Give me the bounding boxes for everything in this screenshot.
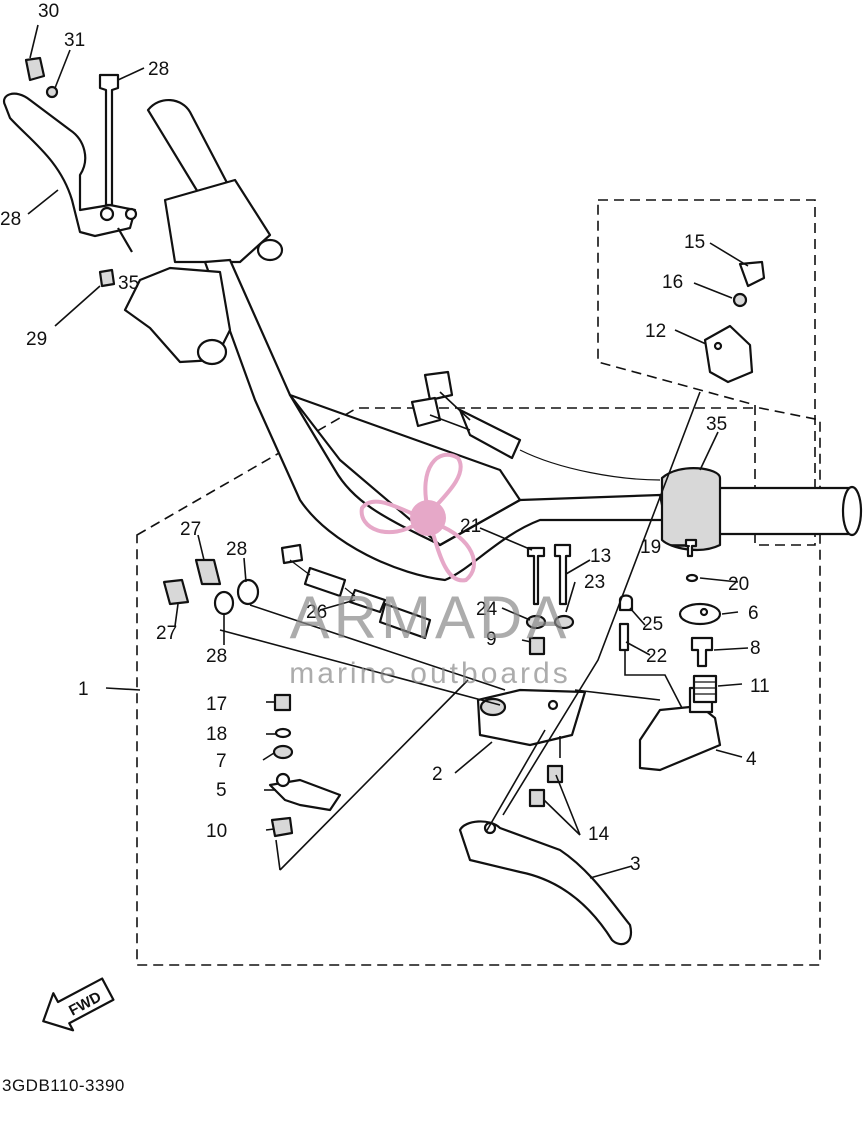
callout-25: 25 — [642, 614, 663, 635]
callout-11: 11 — [750, 676, 770, 697]
callout-21: 21 — [460, 516, 481, 537]
callout-6: 6 — [748, 603, 759, 624]
handlebar — [123, 99, 667, 582]
callout-13: 13 — [590, 546, 611, 567]
pivot-bolts-27-28 — [162, 558, 260, 616]
callout-23: 23 — [584, 572, 605, 593]
leader-lines — [27, 24, 749, 879]
callouts: 30 31 28 28 35 29 15 16 12 35 21 13 19 2… — [0, 1, 770, 875]
callout-20: 20 — [728, 574, 749, 595]
callout-26: 26 — [306, 602, 327, 623]
callout-27a: 27 — [180, 519, 201, 540]
callout-34: 35 — [118, 273, 139, 294]
drawing-code: 3GDB110-3390 — [2, 1076, 125, 1095]
callout-9: 9 — [486, 629, 497, 650]
grip-assembly — [660, 467, 863, 552]
lever-29 — [2, 56, 138, 288]
callout-10: 10 — [206, 821, 227, 842]
callout-14: 14 — [588, 824, 610, 845]
callout-28a: 28 — [226, 539, 247, 560]
callout-32: 30 — [38, 1, 59, 22]
callout-30: 28 — [148, 59, 169, 80]
callout-29: 28 — [0, 209, 21, 230]
callout-15: 15 — [684, 232, 705, 253]
callout-27b: 27 — [156, 623, 177, 644]
bracket-5 — [268, 772, 342, 812]
callout-12: 12 — [645, 321, 666, 342]
callout-8: 8 — [750, 638, 761, 659]
callout-7: 7 — [216, 751, 227, 772]
callout-35: 35 — [706, 414, 727, 435]
callout-31: 29 — [26, 329, 47, 350]
callout-28b: 28 — [206, 646, 227, 667]
fwd-arrow-icon: FWD — [42, 977, 115, 1032]
watermark-brand: ARMADA — [290, 584, 571, 651]
callout-16: 16 — [662, 272, 683, 293]
callout-17: 17 — [206, 694, 227, 715]
callout-2: 2 — [432, 764, 443, 785]
propeller-logo-icon — [359, 452, 477, 583]
callout-33: 31 — [64, 30, 85, 51]
callout-22: 22 — [646, 646, 667, 667]
master-cylinder-2 — [476, 688, 587, 747]
plate-6 — [678, 602, 722, 626]
callout-4: 4 — [746, 749, 757, 770]
watermark: ARMADA marine outboards — [289, 452, 571, 690]
callout-24: 24 — [476, 599, 498, 620]
harness-26 — [280, 543, 432, 640]
callout-1: 1 — [78, 679, 89, 700]
assembly-boundary-right — [597, 199, 816, 546]
wire-connectors — [410, 370, 661, 481]
callout-18: 18 — [206, 724, 227, 745]
callout-3: 3 — [630, 854, 641, 875]
small-hardware — [270, 260, 766, 838]
watermark-tagline: marine outboards — [289, 657, 570, 690]
lever-3 — [458, 820, 633, 946]
callout-19: 19 — [640, 537, 661, 558]
callout-5: 5 — [216, 780, 227, 801]
